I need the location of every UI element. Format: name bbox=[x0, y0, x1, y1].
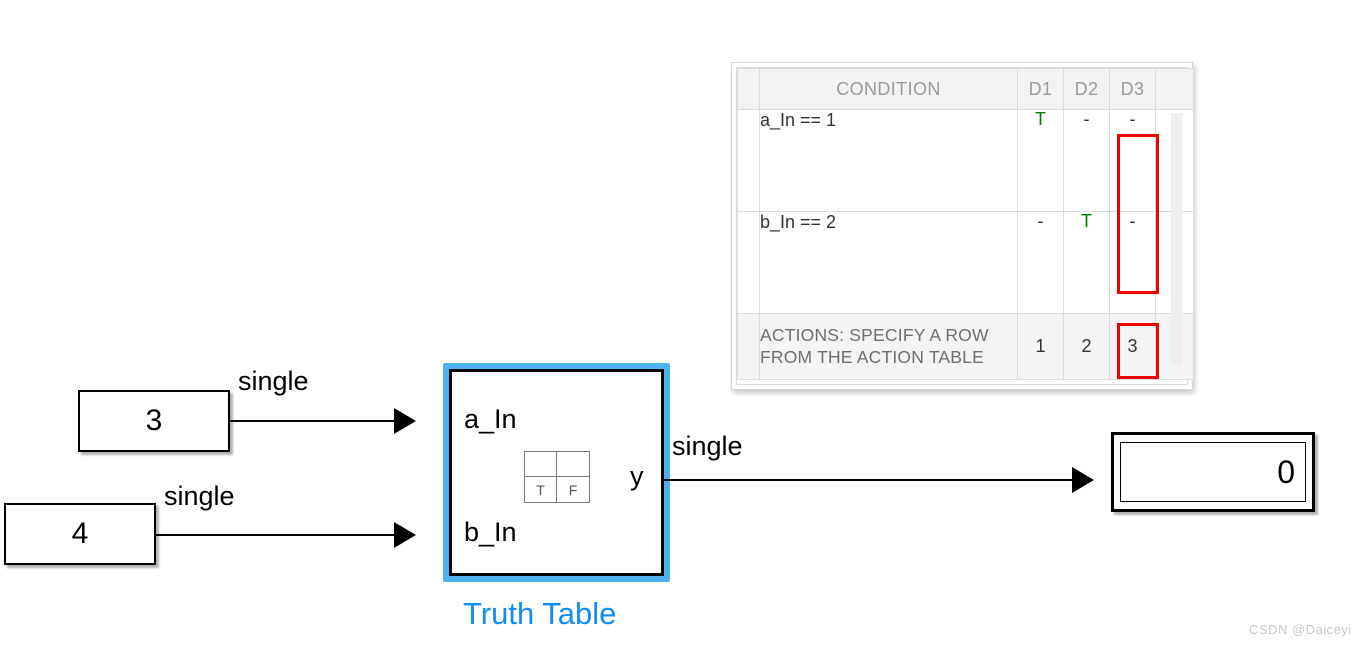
actions-label: ACTIONS: SPECIFY A ROW FROM THE ACTION T… bbox=[759, 313, 1018, 380]
condition-table-inner: CONDITION D1 D2 D3 a_In == 1 T bbox=[736, 67, 1194, 385]
row-1-d1-mark: T bbox=[1035, 109, 1046, 129]
row-1-condition-text[interactable]: a_In == 1 bbox=[759, 109, 1018, 212]
truth-table-icon: T F bbox=[524, 451, 590, 503]
header-d3[interactable]: D3 bbox=[1109, 68, 1156, 110]
row-1-d3-mark: - bbox=[1129, 109, 1136, 129]
row-1-gutter[interactable] bbox=[737, 109, 760, 212]
row-2-gutter[interactable] bbox=[737, 211, 760, 314]
truth-table-output-port-y: y bbox=[630, 461, 644, 491]
row-1-d3-cell[interactable]: - bbox=[1109, 109, 1156, 212]
constant-block-4[interactable]: 4 bbox=[4, 503, 156, 565]
row-2-d3-mark: - bbox=[1129, 211, 1136, 231]
signal-label-b-in: single bbox=[164, 481, 235, 511]
header-tail bbox=[1155, 68, 1194, 110]
header-condition: CONDITION bbox=[759, 68, 1018, 110]
truth-table-icon-cell-1 bbox=[525, 452, 557, 477]
signal-arrow-y-out bbox=[1072, 467, 1094, 493]
panel-scroll-track[interactable] bbox=[1171, 113, 1182, 365]
row-1-d1-cell[interactable]: T bbox=[1017, 109, 1064, 212]
signal-label-a-in: single bbox=[238, 366, 309, 396]
watermark-text: CSDN @Daiceyi bbox=[1249, 622, 1352, 637]
truth-table-icon-cell-4: F bbox=[568, 481, 578, 498]
row-2-d1-mark: - bbox=[1037, 211, 1044, 231]
signal-line-y-out[interactable] bbox=[664, 479, 1073, 481]
row-1-d2-mark: - bbox=[1083, 109, 1090, 129]
condition-row-1: a_In == 1 T - - bbox=[737, 109, 1194, 212]
row-1-d2-cell[interactable]: - bbox=[1063, 109, 1110, 212]
condition-table-panel: CONDITION D1 D2 D3 a_In == 1 T bbox=[731, 62, 1194, 390]
truth-table-icon-cell-2 bbox=[557, 452, 589, 477]
truth-table-icon-cell-3: T bbox=[525, 477, 557, 502]
row-2-d1-cell[interactable]: - bbox=[1017, 211, 1064, 314]
display-value: 0 bbox=[1277, 454, 1295, 490]
signal-arrow-a-in bbox=[394, 408, 416, 434]
header-d2[interactable]: D2 bbox=[1063, 68, 1110, 110]
actions-label-line-1: ACTIONS: SPECIFY A ROW bbox=[760, 324, 989, 345]
signal-arrow-b-in bbox=[394, 522, 416, 548]
row-2-condition-text[interactable]: b_In == 2 bbox=[759, 211, 1018, 314]
condition-table: CONDITION D1 D2 D3 a_In == 1 T bbox=[737, 68, 1194, 380]
condition-row-2: b_In == 2 - T - bbox=[737, 211, 1194, 314]
truth-table-block-caption: Truth Table bbox=[463, 596, 617, 631]
actions-gutter bbox=[737, 313, 760, 380]
constant-block-4-value: 4 bbox=[71, 517, 89, 550]
display-inner-frame: 0 bbox=[1120, 442, 1306, 502]
display-block[interactable]: 0 bbox=[1111, 432, 1315, 512]
signal-line-b-in[interactable] bbox=[156, 534, 395, 536]
header-gutter bbox=[737, 68, 760, 110]
actions-d3-value[interactable]: 3 bbox=[1109, 313, 1156, 380]
signal-line-a-in[interactable] bbox=[230, 420, 395, 422]
truth-table-input-port-a-in: a_In bbox=[464, 404, 517, 434]
row-2-d2-mark: T bbox=[1081, 211, 1092, 231]
truth-table-input-port-b-in: b_In bbox=[464, 517, 517, 547]
row-2-d3-cell[interactable]: - bbox=[1109, 211, 1156, 314]
constant-block-3-value: 3 bbox=[145, 404, 163, 437]
actions-d2-value[interactable]: 2 bbox=[1063, 313, 1110, 380]
actions-label-line-2: FROM THE ACTION TABLE bbox=[760, 346, 984, 367]
actions-row: ACTIONS: SPECIFY A ROW FROM THE ACTION T… bbox=[737, 313, 1194, 380]
header-d1[interactable]: D1 bbox=[1017, 68, 1064, 110]
constant-block-3[interactable]: 3 bbox=[78, 390, 230, 452]
signal-label-y-out: single bbox=[672, 431, 743, 461]
row-2-d2-cell[interactable]: T bbox=[1063, 211, 1110, 314]
actions-d1-value[interactable]: 1 bbox=[1017, 313, 1064, 380]
condition-table-header-row: CONDITION D1 D2 D3 bbox=[737, 68, 1194, 110]
